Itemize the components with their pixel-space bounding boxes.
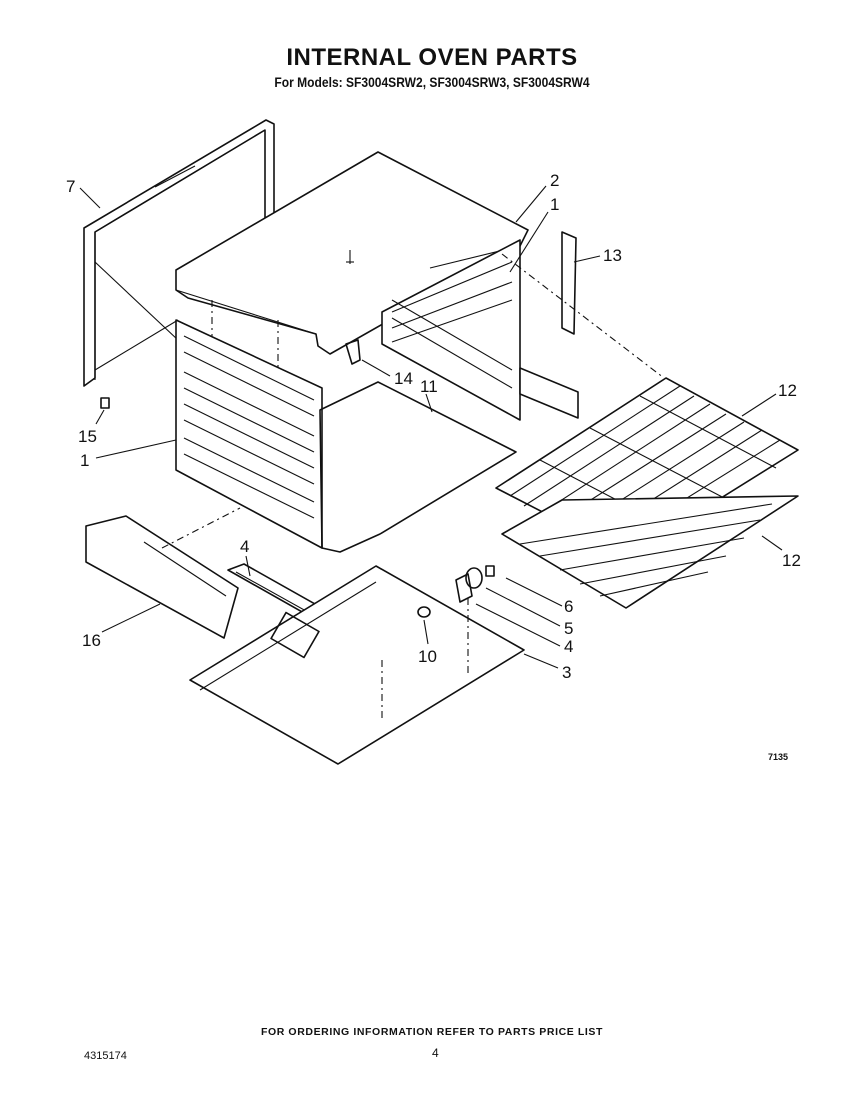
alignment-line <box>161 507 241 549</box>
callout-1-upper: 1 <box>550 195 559 214</box>
fastener-group <box>417 565 495 618</box>
callout-14: 14 <box>394 369 413 388</box>
callout-6: 6 <box>564 597 573 616</box>
callout-1-lower: 1 <box>80 451 89 470</box>
callout-11: 11 <box>420 377 438 396</box>
diagram-code: 7135 <box>768 752 789 762</box>
callout-4-lower: 4 <box>564 637 573 656</box>
bracket-part-14 <box>345 339 361 365</box>
left-side-panel-part-1 <box>175 300 323 549</box>
callout-3: 3 <box>562 663 571 682</box>
oven-rack-lower-part-12 <box>501 495 799 609</box>
callout-7: 7 <box>66 177 75 196</box>
callout-2: 2 <box>550 171 559 190</box>
back-panel-part-7 <box>83 119 275 409</box>
page-number: 4 <box>432 1046 439 1060</box>
document-number: 4315174 <box>84 1050 127 1062</box>
callout-leaders <box>79 185 783 669</box>
callout-12-lower: 12 <box>782 551 801 570</box>
drawer-pan-part-3 <box>189 565 525 765</box>
trim-strip-part-13 <box>561 231 577 335</box>
callout-15: 15 <box>78 427 97 446</box>
callout-5: 5 <box>564 619 573 638</box>
callout-12-upper: 12 <box>778 381 797 400</box>
ordering-note: FOR ORDERING INFORMATION REFER TO PARTS … <box>260 1026 604 1038</box>
drawer-front-part-16 <box>85 515 239 639</box>
callout-labels: 7 2 1 13 14 11 12 15 1 4 12 6 5 4 16 10 … <box>66 171 801 682</box>
callout-10: 10 <box>418 647 437 666</box>
oven-bottom-part-11 <box>319 381 517 553</box>
callout-4-upper: 4 <box>240 537 249 556</box>
right-side-panel-part-1 <box>381 239 579 421</box>
callout-16: 16 <box>82 631 101 650</box>
model-list: For Models: SF3004SRW2, SF3004SRW3, SF30… <box>274 74 590 90</box>
oven-wrapper-part-2 <box>175 151 529 355</box>
alignment-line <box>501 253 665 379</box>
page-title: INTERNAL OVEN PARTS <box>286 44 578 71</box>
callout-13: 13 <box>603 246 622 265</box>
